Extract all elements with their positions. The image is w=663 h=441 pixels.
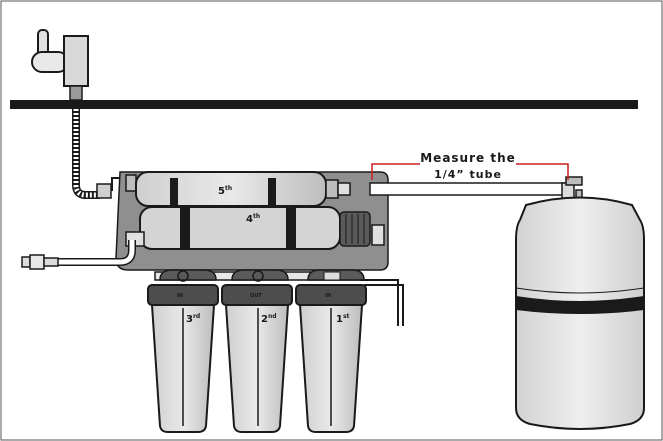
- fourth-stage-membrane: [125, 206, 385, 250]
- faucet-supply-line-outline: [72, 109, 100, 199]
- faucet-icon: [31, 29, 89, 101]
- quarter-inch-tube: [369, 182, 571, 196]
- countertop: [10, 100, 638, 109]
- faucet-elbow-fitting: [96, 183, 112, 199]
- measure-label-line2: 1/4” tube: [434, 168, 502, 181]
- third-stage-label: 3rd: [186, 313, 200, 325]
- fourth-stage-label: 4th: [246, 213, 260, 225]
- first-stage-filter-housing: [295, 269, 367, 433]
- second-stage-label: 2nd: [261, 313, 277, 325]
- measure-label-line1: Measure the: [420, 151, 516, 165]
- measure-bracket: [371, 163, 569, 180]
- third-stage-filter-housing: [147, 269, 219, 433]
- fifth-stage-membrane: [125, 171, 351, 210]
- drain-line: [360, 279, 399, 326]
- second-port-label: OUT: [250, 293, 262, 299]
- tank-valve-icon: [561, 176, 583, 203]
- first-stage-label: 1st: [336, 313, 350, 325]
- inlet-feed-line: [21, 240, 136, 270]
- first-port-label: IN: [325, 293, 331, 299]
- faucet-supply-line: [73, 109, 100, 198]
- storage-tank-icon: [515, 196, 645, 430]
- second-stage-filter-housing: [221, 269, 293, 433]
- fifth-stage-label: 5th: [218, 185, 232, 197]
- third-port-label: IN: [177, 293, 183, 299]
